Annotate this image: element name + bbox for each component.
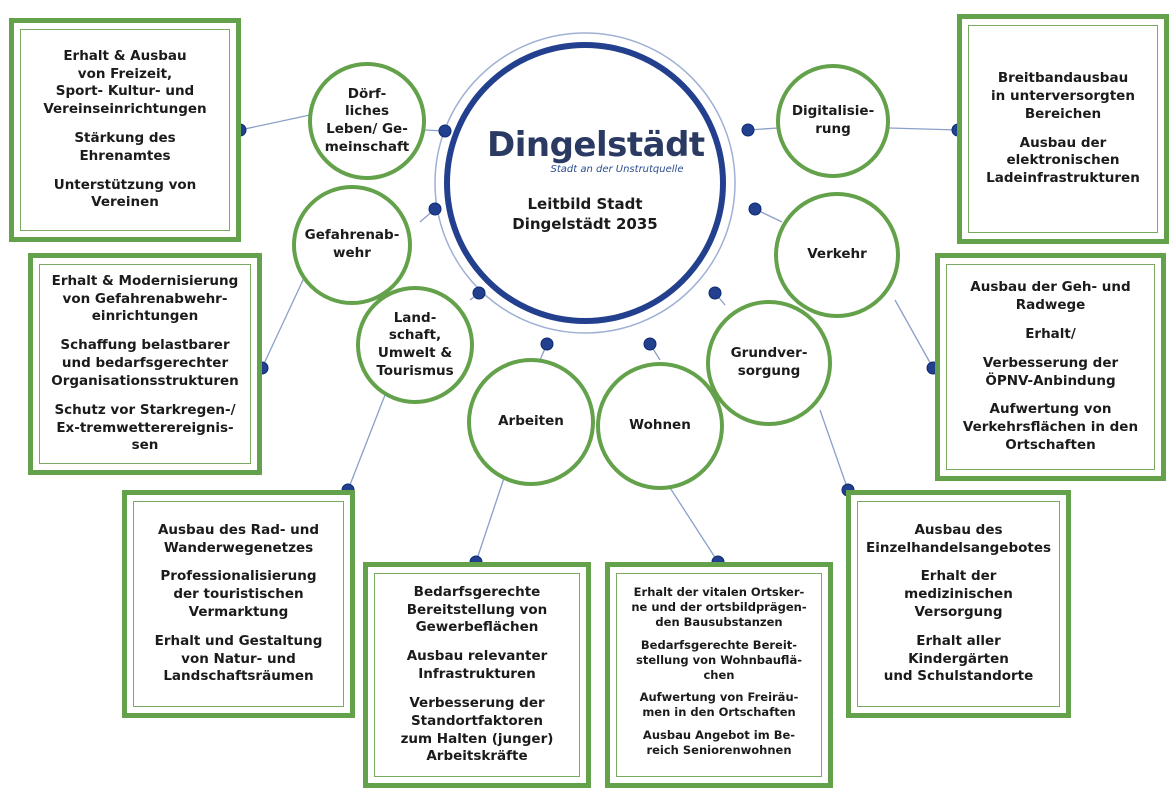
box-arbeiten: Bedarfsgerechte Bereitstellung von Gewer…	[363, 562, 591, 788]
topic-circle-grundversorgung: Grundver- sorgung	[706, 300, 832, 426]
connector-dot	[428, 202, 442, 216]
connector-line	[664, 479, 719, 563]
topic-circle-digitalisierung: Digitalisie- rung	[776, 64, 890, 178]
box-item: Ausbau Angebot im Be- reich Seniorenwohn…	[642, 727, 796, 757]
inner-ring	[444, 42, 726, 324]
topic-circle-gefahrenabwehr: Gefahrenab- wehr	[292, 185, 412, 305]
connector-dot	[741, 123, 755, 137]
box-item: Ausbau der elektronischen Ladeinfrastruk…	[986, 134, 1140, 187]
center-title: Leitbild Stadt Dingelstädt 2035	[512, 195, 658, 234]
topic-circle-arbeiten: Arbeiten	[467, 358, 595, 486]
box-item: Aufwertung von Freiräu- men in den Ortsc…	[639, 690, 799, 720]
box-item: Aufwertung von Verkehrsflächen in den Or…	[962, 401, 1139, 453]
connector-dot	[708, 286, 722, 300]
box-verkehr: Ausbau der Geh- und Radwege Erhalt/ Verb…	[935, 253, 1166, 481]
topic-circle-verkehr: Verkehr	[774, 192, 900, 318]
outer-ring	[434, 32, 736, 334]
box-item: Erhalt aller Kindergärten und Schulstand…	[883, 632, 1034, 685]
box-item: Erhalt & Ausbau von Freizeit, Sport- Kul…	[43, 47, 207, 118]
box-item: Professionalisierung der touristischen V…	[160, 568, 317, 620]
connector-dot	[472, 286, 486, 300]
logo-tagline: Stadt an der Unstrutquelle	[550, 164, 684, 175]
box-item: Erhalt/	[1025, 325, 1076, 342]
box-item: Unterstützung von Vereinen	[53, 176, 197, 211]
box-item: Erhalt & Modernisierung von Gefahrenabwe…	[51, 272, 239, 325]
connector-line	[261, 264, 311, 369]
connector-dot	[748, 202, 762, 216]
box-doerfliches-leben: Erhalt & Ausbau von Freizeit, Sport- Kul…	[9, 18, 241, 242]
connector-line	[894, 299, 934, 369]
box-item: Ausbau der Geh- und Radwege	[970, 279, 1131, 314]
box-item: Ausbau des Rad- und Wanderwegenetzes	[157, 521, 320, 556]
box-item: Bedarfsgerechte Bereit- stellung von Woh…	[635, 637, 802, 682]
box-item: Schutz vor Starkregen-/ Ex-tremwetterere…	[54, 401, 236, 454]
box-item: Erhalt und Gestaltung von Natur- und Lan…	[154, 632, 323, 685]
box-item: Ausbau des Einzelhandelsangebotes	[865, 521, 1052, 556]
connector-line	[819, 409, 849, 491]
box-item: Schaffung belastbarer und bedarfsgerecht…	[51, 337, 239, 389]
box-item: Stärkung des Ehrenamtes	[74, 130, 176, 164]
box-item: Breitbandausbau in unterversorgten Berei…	[991, 70, 1135, 122]
box-grundversorgung: Ausbau des Einzelhandelsangebotes Erhalt…	[846, 490, 1071, 718]
box-item: Verbesserung der Standortfaktoren zum Ha…	[400, 694, 554, 765]
connector-line	[239, 114, 311, 131]
dingelstaedt-logo: Dingelstädt Stadt an der Unstrutquelle	[487, 125, 705, 175]
logo-wordmark: Dingelstädt	[487, 125, 705, 165]
box-landschaft: Ausbau des Rad- und Wanderwegenetzes Pro…	[122, 490, 355, 718]
box-item: Bedarfsgerechte Bereitstellung von Gewer…	[406, 583, 548, 636]
box-digitalisierung: Breitbandausbau in unterversorgten Berei…	[957, 14, 1169, 244]
connector-line	[347, 394, 386, 491]
box-item: Ausbau relevanter Infrastrukturen	[406, 648, 548, 683]
box-item: Erhalt der vitalen Ortsker- ne und der o…	[631, 585, 807, 630]
connector-dot	[540, 337, 554, 351]
box-item: Verbesserung der ÖPNV-Anbindung	[982, 354, 1119, 389]
topic-circle-wohnen: Wohnen	[596, 362, 724, 490]
connector-dot	[438, 124, 452, 138]
topic-circle-landschaft: Land- schaft, Umwelt & Tourismus	[356, 286, 474, 404]
box-wohnen: Erhalt der vitalen Ortsker- ne und der o…	[605, 562, 833, 788]
topic-circle-doerfliches-leben: Dörf- liches Leben/ Ge- meinschaft	[308, 62, 426, 180]
connector-line	[887, 127, 959, 131]
connector-line	[475, 474, 506, 563]
box-item: Erhalt der medizinischen Versorgung	[904, 568, 1013, 620]
box-gefahrenabwehr: Erhalt & Modernisierung von Gefahrenabwe…	[28, 253, 262, 475]
connector-dot	[643, 337, 657, 351]
